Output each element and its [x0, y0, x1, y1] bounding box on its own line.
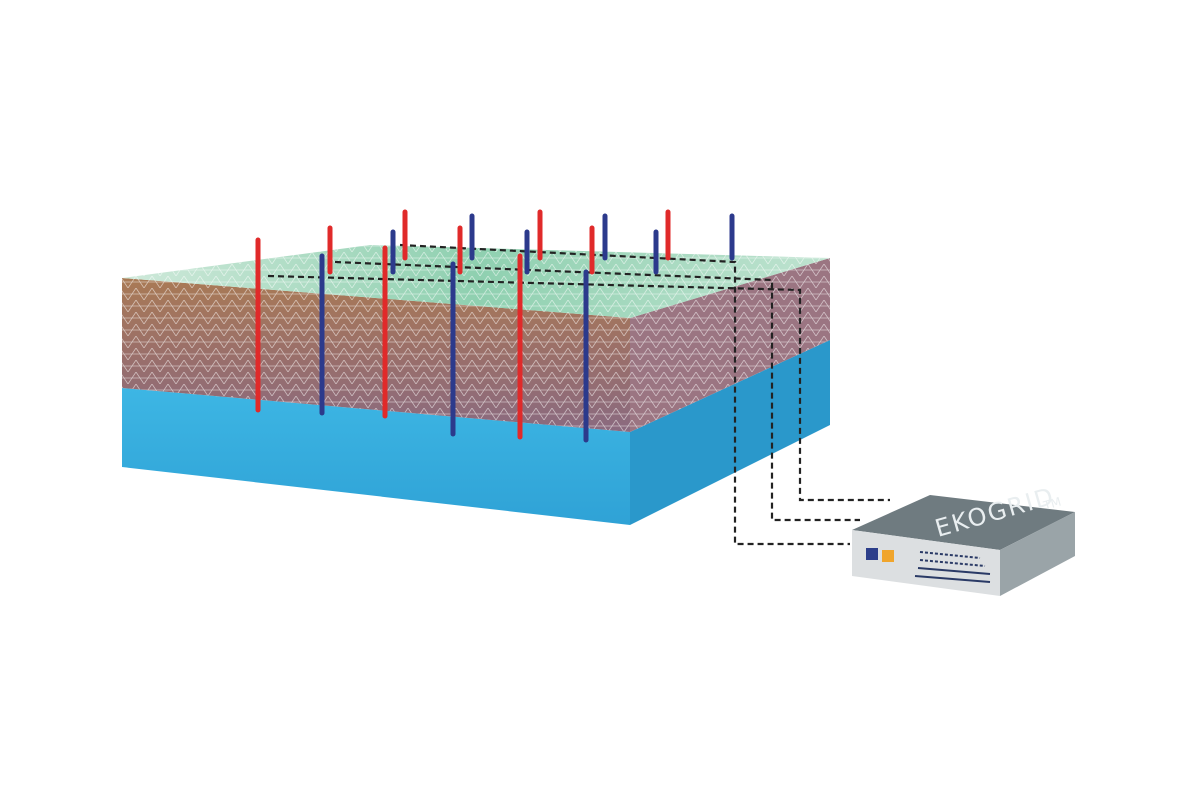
water-layer — [122, 340, 830, 525]
device-vent-line — [914, 575, 991, 583]
device-vent-line — [917, 567, 991, 575]
device-indicator-blue — [866, 548, 878, 560]
electrode-array — [255, 209, 735, 443]
ekogrid-device: EKOGRID TM — [852, 482, 1075, 596]
device-trademark: TM — [1041, 495, 1063, 514]
device-vent-line — [919, 551, 981, 559]
device-top-face — [852, 495, 1075, 550]
device-side-face — [1000, 512, 1075, 596]
cable-2 — [334, 260, 860, 522]
device-vent-line — [919, 559, 986, 567]
grass-mesh — [122, 245, 830, 318]
soil-mesh-front — [122, 278, 630, 432]
soil-mesh-side — [630, 258, 830, 432]
cable-group — [267, 243, 890, 546]
device-vents — [914, 551, 991, 583]
grass-layer — [122, 245, 830, 318]
water-side-face — [630, 340, 830, 525]
device-indicator-orange — [882, 550, 894, 562]
water-front-face — [122, 388, 630, 525]
cable-1 — [399, 243, 850, 546]
soil-layer — [122, 258, 830, 432]
